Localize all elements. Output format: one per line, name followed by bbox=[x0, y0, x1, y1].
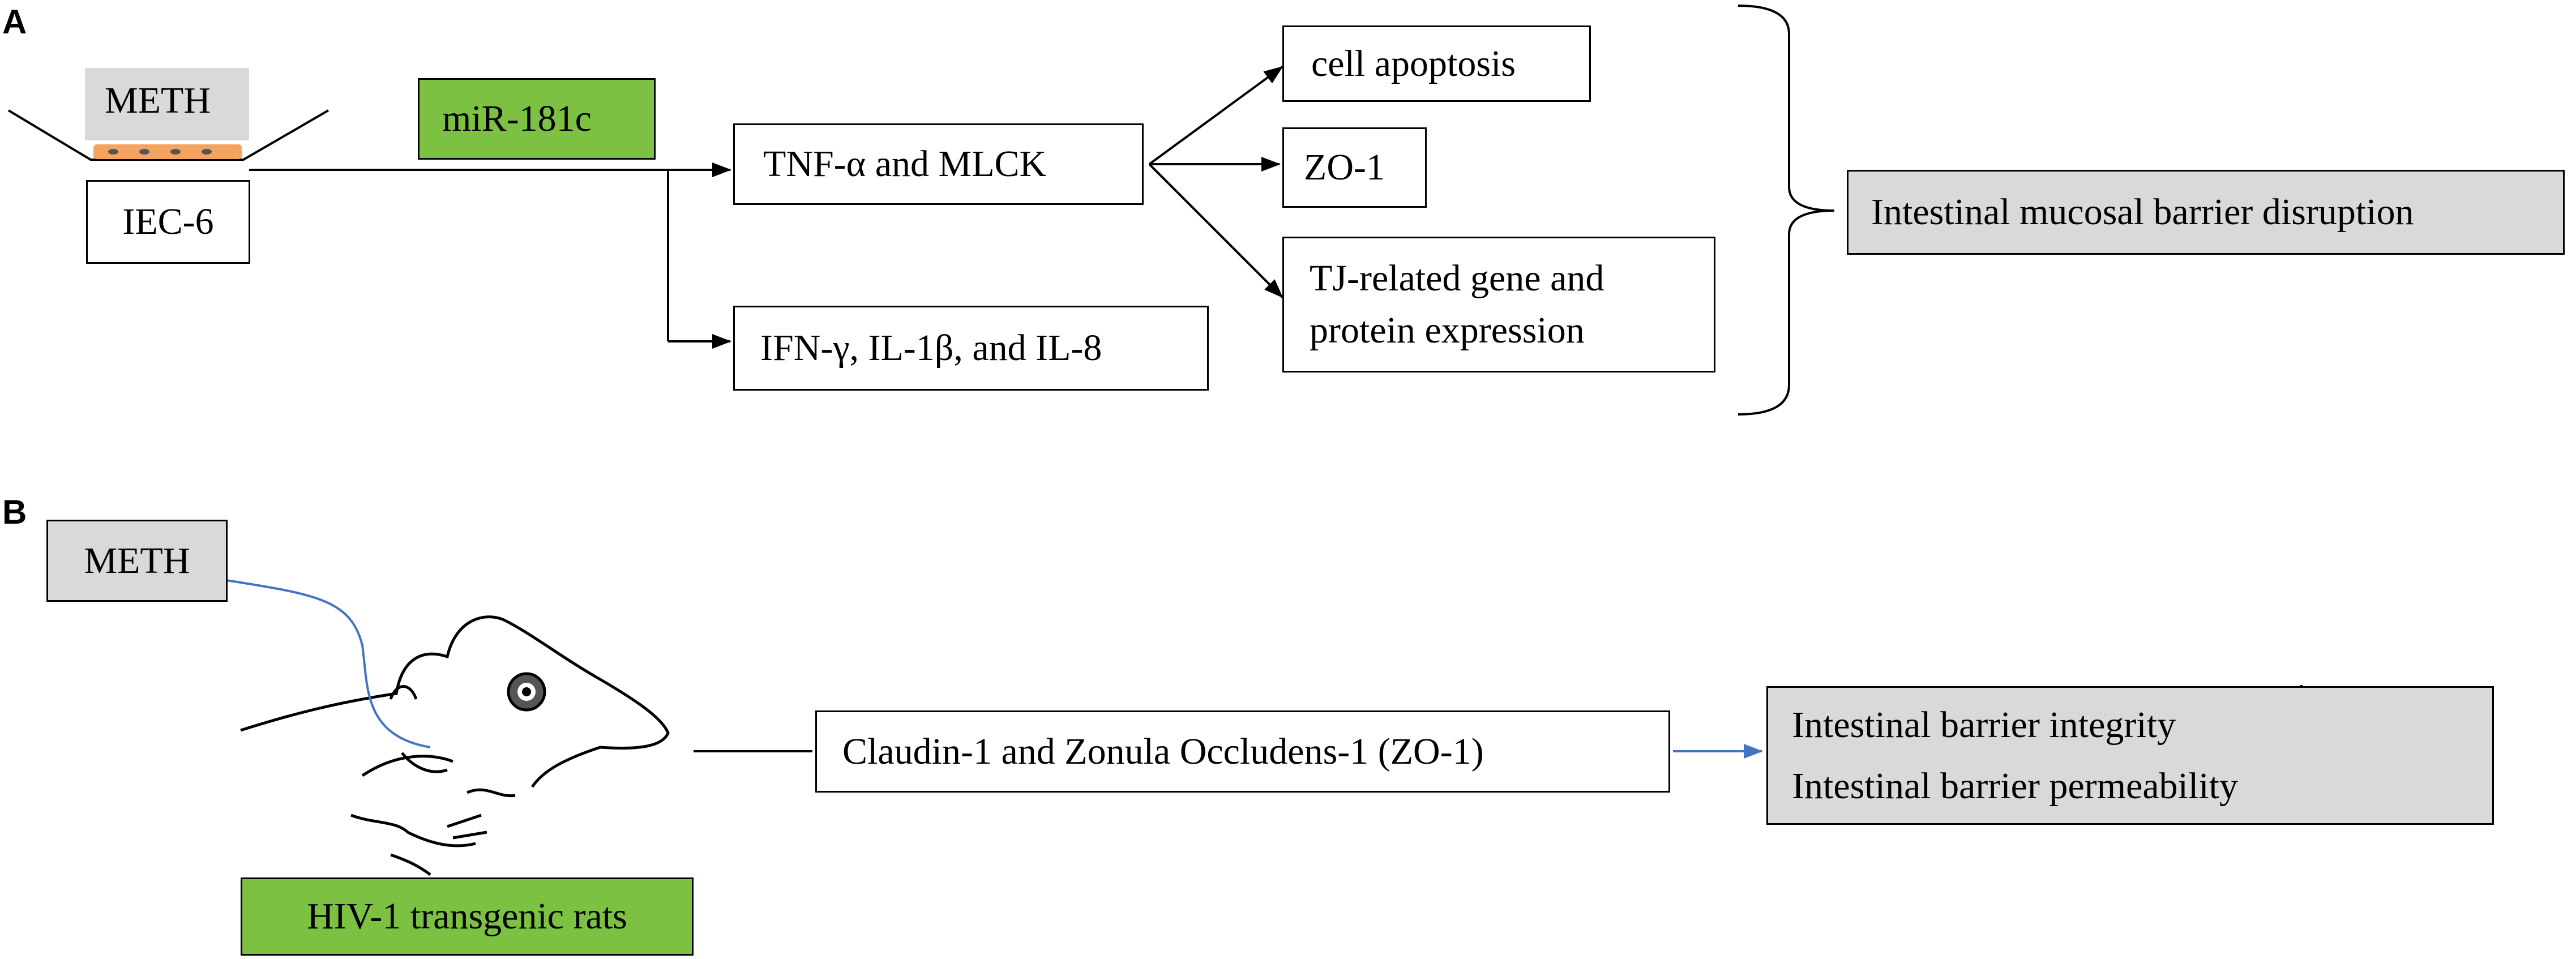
apoptosis-box: cell apoptosis bbox=[1282, 25, 1591, 102]
panel-a-connectors bbox=[249, 5, 1835, 416]
zo1-box: ZO-1 bbox=[1282, 127, 1427, 208]
culture-dish-icon bbox=[7, 68, 330, 161]
tj-expression-box: TJ-related gene and protein expression bbox=[1282, 237, 1715, 373]
barrier-disruption-box: Intestinal mucosal barrier disruption bbox=[1847, 170, 2565, 255]
tnf-mlck-box: TNF-α and MLCK bbox=[733, 123, 1144, 205]
iec6-box: IEC-6 bbox=[86, 180, 250, 264]
integrity-line: Intestinal barrier integrity bbox=[1792, 704, 2176, 746]
panel-label-b: B bbox=[2, 493, 27, 531]
panel-label-a: A bbox=[2, 3, 27, 41]
transgenic-rats-box: HIV-1 transgenic rats bbox=[241, 877, 694, 956]
tj-line-1: TJ-related gene and bbox=[1310, 258, 1604, 299]
mirna-box: miR-181c bbox=[418, 78, 656, 160]
meth-box-b: METH bbox=[46, 520, 228, 602]
meth-label-a: METH bbox=[105, 80, 211, 121]
meth-injection-line bbox=[226, 579, 431, 748]
rat-illustration-icon bbox=[240, 615, 670, 876]
barrier-outcome-box: Intestinal barrier integrity Intestinal … bbox=[1766, 686, 2494, 825]
tj-line-2: protein expression bbox=[1310, 310, 1585, 351]
cytokines-box: IFN-γ, IL-1β, and IL-8 bbox=[733, 306, 1209, 391]
claudin-zo1-box: Claudin-1 and Zonula Occludens-1 (ZO-1) bbox=[815, 710, 1670, 793]
permeability-line: Intestinal barrier permeability bbox=[1792, 765, 2239, 807]
